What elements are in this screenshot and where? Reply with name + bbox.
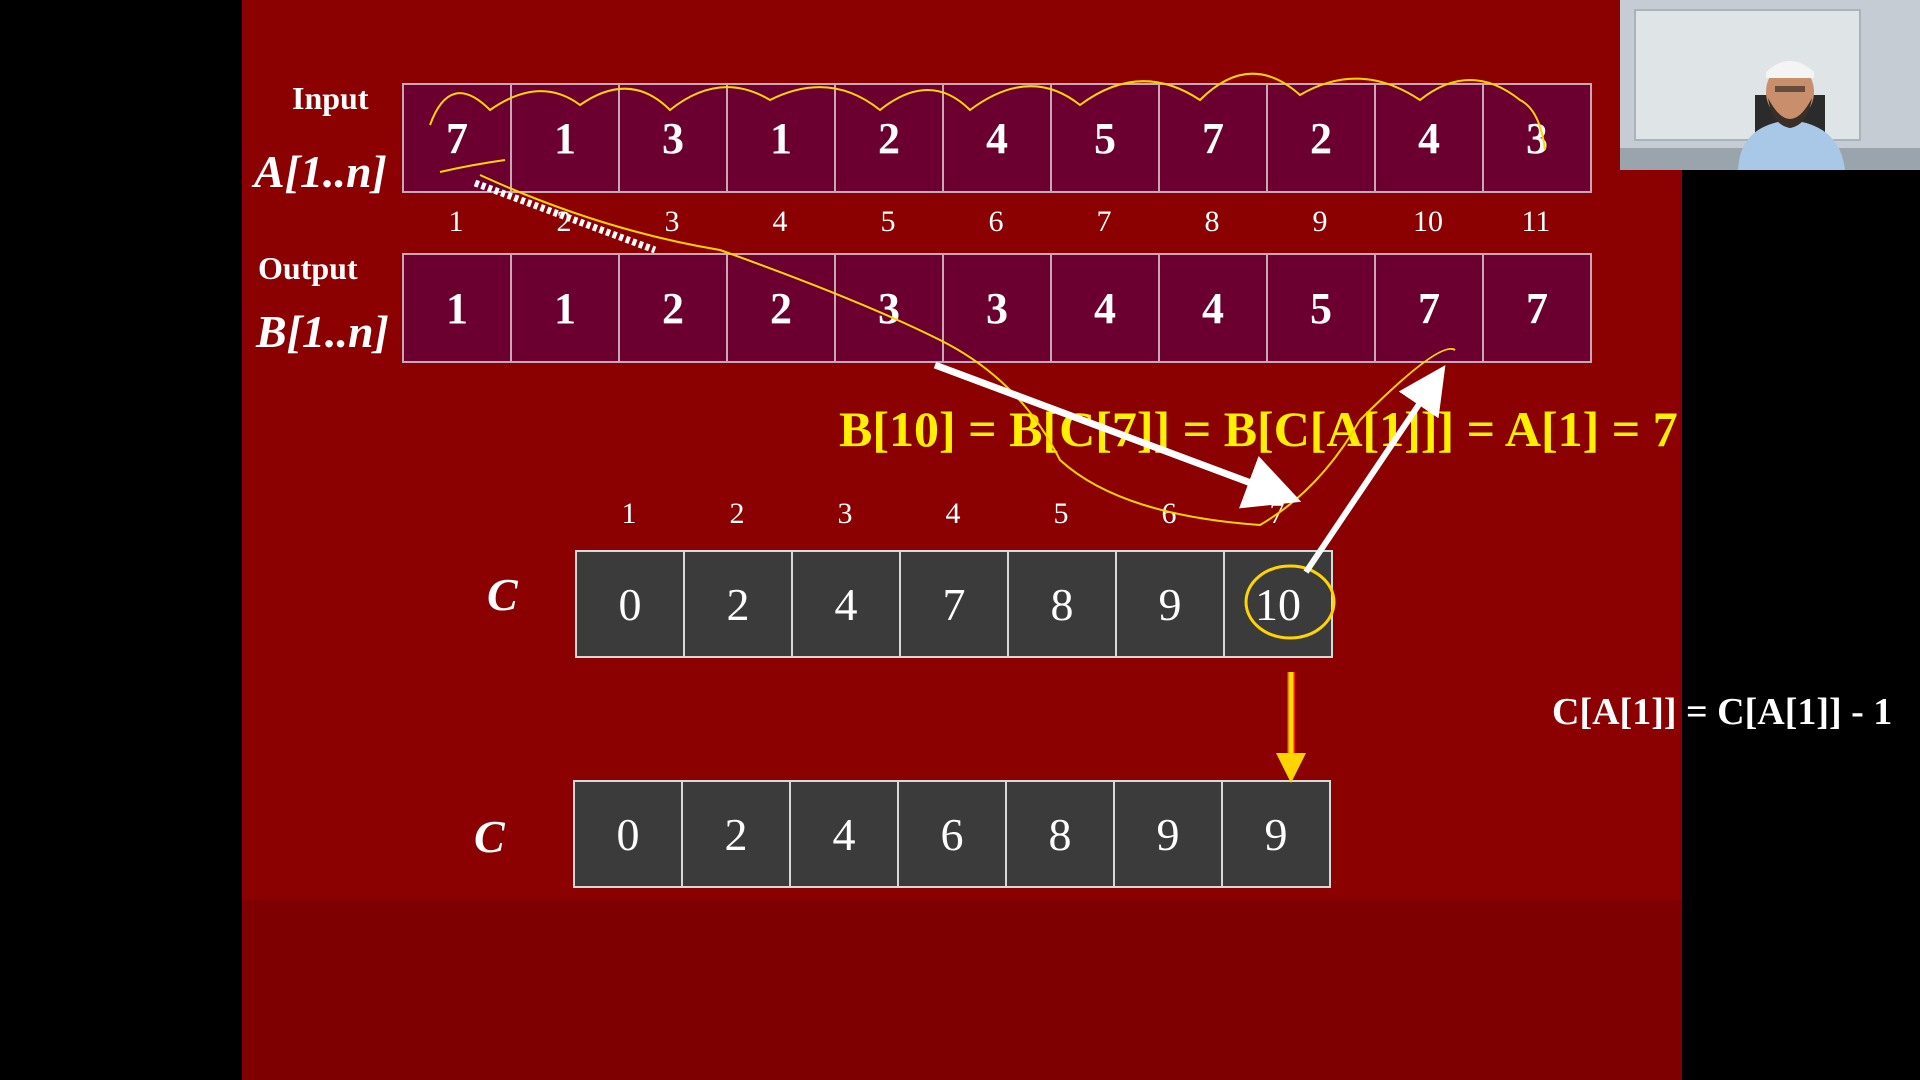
output-cell: 1: [510, 253, 620, 363]
index-label: 2: [729, 497, 745, 530]
arrow-b-to-c: [933, 361, 1302, 509]
index-label: 1: [448, 205, 464, 238]
count-cell-after: 4: [789, 780, 899, 888]
count-cell-after: 9: [1221, 780, 1331, 888]
count-cell-after: 9: [1113, 780, 1223, 888]
input-cell: 4: [1374, 83, 1484, 193]
count-cell-after: 0: [573, 780, 683, 888]
index-label: 9: [1312, 205, 1328, 238]
input-caption: Input: [292, 80, 369, 116]
index-label: 11: [1521, 205, 1551, 238]
output-cell: 4: [1158, 253, 1268, 363]
count-label-after: C: [474, 811, 505, 862]
count-cell-after: 8: [1005, 780, 1115, 888]
output-cell: 5: [1266, 253, 1376, 363]
input-cell: 3: [618, 83, 728, 193]
index-label: 7: [1096, 205, 1112, 238]
count-cell: 0: [575, 550, 685, 658]
count-label: C: [487, 569, 518, 620]
input-cell: 5: [1050, 83, 1160, 193]
count-cell: 2: [683, 550, 793, 658]
output-caption: Output: [258, 250, 358, 286]
hand-circle: [1244, 564, 1336, 640]
input-cell: 7: [1158, 83, 1268, 193]
index-label: 4: [945, 497, 961, 530]
index-label: 5: [1053, 497, 1069, 530]
index-label: 6: [988, 205, 1004, 238]
index-label: 3: [664, 205, 680, 238]
input-cell: 2: [834, 83, 944, 193]
index-label: 10: [1413, 205, 1443, 238]
output-cell: 7: [1374, 253, 1484, 363]
index-label: 3: [837, 497, 853, 530]
hand-trace: [479, 174, 1456, 527]
input-index-row: 1 2 3 4 5 6 7 8 9 10 11: [402, 205, 1590, 239]
index-label: 2: [556, 205, 572, 238]
index-label: 4: [772, 205, 788, 238]
formula-text: B[10] = B[C[7]] = B[C[A[1]]] = A[1] = 7: [839, 401, 1678, 457]
index-label: 1: [621, 497, 637, 530]
slide-footer-band: [242, 900, 1682, 1080]
hand-drawn-arcs: [429, 72, 1546, 151]
output-cell: 4: [1050, 253, 1160, 363]
count-cell-after: 2: [681, 780, 791, 888]
webcam-thumbnail: [1620, 0, 1920, 170]
index-label: 8: [1204, 205, 1220, 238]
count-cell: 7: [899, 550, 1009, 658]
index-label: 5: [880, 205, 896, 238]
output-cell: 2: [618, 253, 728, 363]
hand-underline: [439, 159, 506, 173]
input-array-label: A[1..n]: [254, 146, 387, 197]
count-cell: 4: [791, 550, 901, 658]
arrow-a-to-c: [473, 179, 657, 254]
arrow-c-to-b: [1303, 365, 1446, 574]
input-cell: 3: [1482, 83, 1592, 193]
input-cell: 7: [402, 83, 512, 193]
output-array-label: B[1..n]: [256, 306, 389, 357]
index-label: 6: [1161, 497, 1177, 530]
count-cell: 9: [1115, 550, 1225, 658]
count-cell: 8: [1007, 550, 1117, 658]
output-cell: 7: [1482, 253, 1592, 363]
update-formula: C[A[1]] = C[A[1]] - 1: [1552, 691, 1893, 733]
count-cell-after: 6: [897, 780, 1007, 888]
